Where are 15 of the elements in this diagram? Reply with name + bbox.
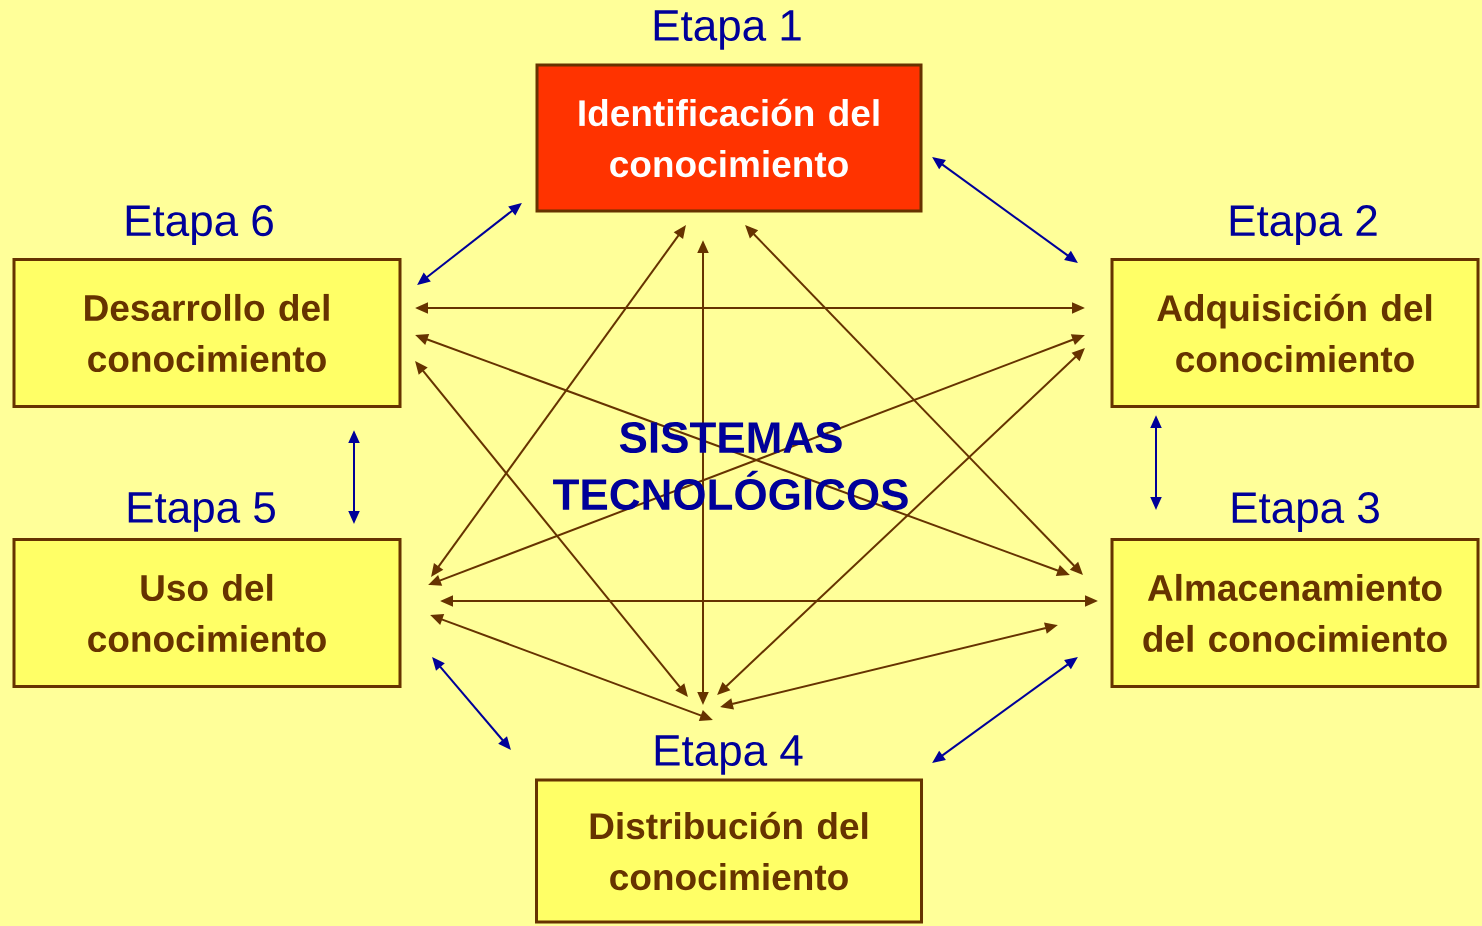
process-box: Uso del conocimiento xyxy=(12,538,402,688)
arrow xyxy=(745,225,1083,575)
process-box: Almacenamiento del conocimiento xyxy=(1110,538,1480,688)
process-box: Adquisición del conocimiento xyxy=(1110,258,1480,408)
stage-label: Etapa 2 xyxy=(1230,205,1377,245)
process-box: Desarrollo del conocimiento xyxy=(12,258,402,408)
process-box: Distribución del conocimiento xyxy=(535,778,923,924)
stage-label: Etapa 1 xyxy=(654,10,801,50)
arrow xyxy=(432,657,511,750)
arrow xyxy=(717,348,1085,695)
stage-label: Etapa 3 xyxy=(1232,492,1379,532)
process-box: Identificación del conocimiento xyxy=(535,63,923,213)
stage-label: Etapa 5 xyxy=(128,492,275,532)
stage-label: Etapa 6 xyxy=(126,205,273,245)
stage-label: Etapa 4 xyxy=(655,735,803,775)
